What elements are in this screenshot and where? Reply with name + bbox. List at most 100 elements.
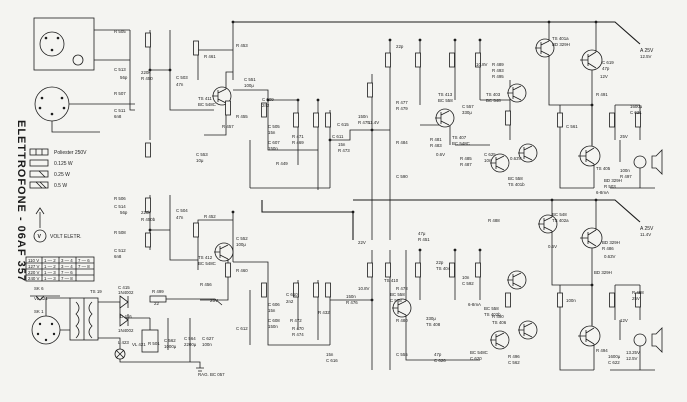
resistor-symbol — [145, 142, 151, 158]
bottom-channel-label: TS 412 — [198, 255, 213, 260]
junction-dot — [478, 38, 482, 42]
bottom-channel-label: TS 404 — [436, 266, 451, 271]
power-supply-label: C 415 — [118, 285, 130, 290]
bottom-channel-label: R 496 — [508, 354, 520, 359]
voltage-table-cell: 240 V — [28, 276, 40, 281]
junction-dot — [594, 20, 598, 24]
top-output-arrow-label: A 25V — [640, 48, 654, 54]
bottom-channel-label: 22p — [436, 260, 444, 265]
top-channel-label: BC 548 — [486, 98, 501, 103]
resistor-symbol — [449, 262, 455, 278]
power-supply-label: SK 1 — [34, 309, 44, 314]
top-channel-label: C 590 — [396, 174, 408, 179]
resistor-symbol — [635, 112, 641, 128]
top-channel-label: BC 548C — [452, 141, 470, 146]
top-channel-label: C 615 — [337, 122, 349, 127]
bottom-channel-label: R 506 — [114, 196, 126, 201]
top-channel-label: C 553 — [196, 152, 208, 157]
top-channel-label: R 455 — [236, 114, 248, 119]
resistor-symbol — [367, 82, 373, 98]
top-channel-label: TS 413 — [438, 92, 453, 97]
bottom-channel-label: C 555 — [396, 352, 408, 357]
power-supply-label: R 501 — [148, 341, 160, 346]
resistor-symbol — [325, 112, 331, 128]
junction-dot — [266, 98, 270, 102]
bottom-channel-label: 13.25V — [626, 350, 640, 355]
bottom-channel-label: 47μ — [418, 231, 426, 236]
bottom-channel-label: C 514 — [114, 204, 126, 209]
bottom-channel-label: 6n8 — [114, 254, 122, 259]
top-channel-label: 220k — [141, 70, 151, 75]
bottom-channel-label: TS 410 — [384, 278, 399, 283]
bottom-channel-label: C 616 — [326, 358, 338, 363]
top-channel-label: R 485 — [460, 156, 472, 161]
junction-dot — [370, 298, 374, 302]
top-channel-label: C 503 — [176, 75, 188, 80]
bottom-channel-label: R 476 — [346, 300, 358, 305]
top-channel-label: 150n — [268, 146, 278, 151]
power-supply-label: RAG. BC 057 — [198, 372, 225, 377]
bottom-channel-label: 6-8mA — [468, 302, 481, 307]
top-channel-label: C 619 — [602, 60, 614, 65]
bottom-channel-label: TS 408 — [426, 322, 441, 327]
top-channel-label: BC 548C — [198, 102, 216, 107]
bottom-channel-label: 10n — [462, 275, 470, 280]
voltage-table-cell: 110 V — [28, 258, 39, 263]
resistor-symbol — [145, 32, 151, 48]
bottom-channel-label: R 498 — [632, 290, 644, 295]
voltage-table-cell: 220 V — [28, 270, 40, 275]
bottom-channel-label: C 606 — [268, 302, 280, 307]
voltage-table-cell: 7 — 8 — [61, 276, 73, 281]
top-channel-label: C 625 — [484, 152, 496, 157]
top-channel-label: C 609 — [262, 97, 274, 102]
junction-dot — [148, 68, 152, 72]
top-channel-label: 10μ — [196, 158, 204, 163]
junction-dot — [351, 210, 355, 214]
top-channel-label: 100n — [620, 168, 630, 173]
top-channel-label: 15n — [268, 130, 276, 135]
bottom-channel-label: C 592 — [462, 281, 474, 286]
junction-dot — [453, 38, 457, 42]
voltage-table-cell: 3 — 4 — [61, 264, 73, 269]
power-supply-label: VL 421 — [34, 296, 48, 301]
bottom-channel-label: R 478 — [396, 286, 408, 291]
top-channel-label: 1600μ — [630, 104, 643, 109]
junction-dot — [418, 38, 422, 42]
top-channel-label: R 453 — [236, 43, 248, 48]
bottom-channel-label: BC 548C — [198, 261, 216, 266]
bottom-channel-label: 330μ — [426, 316, 436, 321]
resistor-symbol — [325, 282, 331, 298]
bottom-channel-label: 1600μ — [608, 354, 621, 359]
power-supply-label: C 627 — [202, 336, 214, 341]
junction-dot — [418, 248, 422, 252]
bottom-channel-label: 11.4V — [640, 232, 651, 237]
top-channel-label: 0.6V — [436, 152, 445, 157]
voltage-table-cell: 1 — 2 — [44, 258, 56, 263]
resistor-symbol — [505, 110, 511, 126]
junction-dot — [148, 228, 152, 232]
resistor-symbol — [475, 262, 481, 278]
bottom-channel-label: R 450b — [141, 217, 156, 222]
top-channel-label: R 469 — [292, 140, 304, 145]
bottom-channel-label: BD 329H — [602, 240, 620, 245]
bottom-channel-label: 47p — [434, 352, 442, 357]
top-channel-label: TS 401a — [552, 36, 569, 41]
bottom-channel-label: TS 402b — [484, 312, 501, 317]
bottom-channel-label: 15n — [326, 352, 334, 357]
power-supply-label: 1000μ — [164, 344, 177, 349]
top-channel-label: 47p — [602, 66, 610, 71]
bottom-channel-label: C 620 — [470, 356, 482, 361]
top-channel-label: TS 411 — [198, 96, 212, 101]
top-channel-label: 12V — [600, 74, 608, 79]
resistor-symbol — [293, 282, 299, 298]
top-channel-label: R 507 — [114, 91, 126, 96]
resistor-symbol — [145, 232, 151, 248]
junction-dot — [168, 68, 172, 72]
junction-dot — [231, 210, 235, 214]
bottom-channel-label: R 486 — [602, 246, 614, 251]
bottom-channel-label: C 608 — [268, 318, 280, 323]
bottom-channel-label: R 472 — [290, 318, 302, 323]
top-channel-label: C 611 — [332, 134, 344, 139]
top-channel-label: R 497 — [620, 174, 632, 179]
top-channel-label: TS 403 — [486, 92, 501, 97]
